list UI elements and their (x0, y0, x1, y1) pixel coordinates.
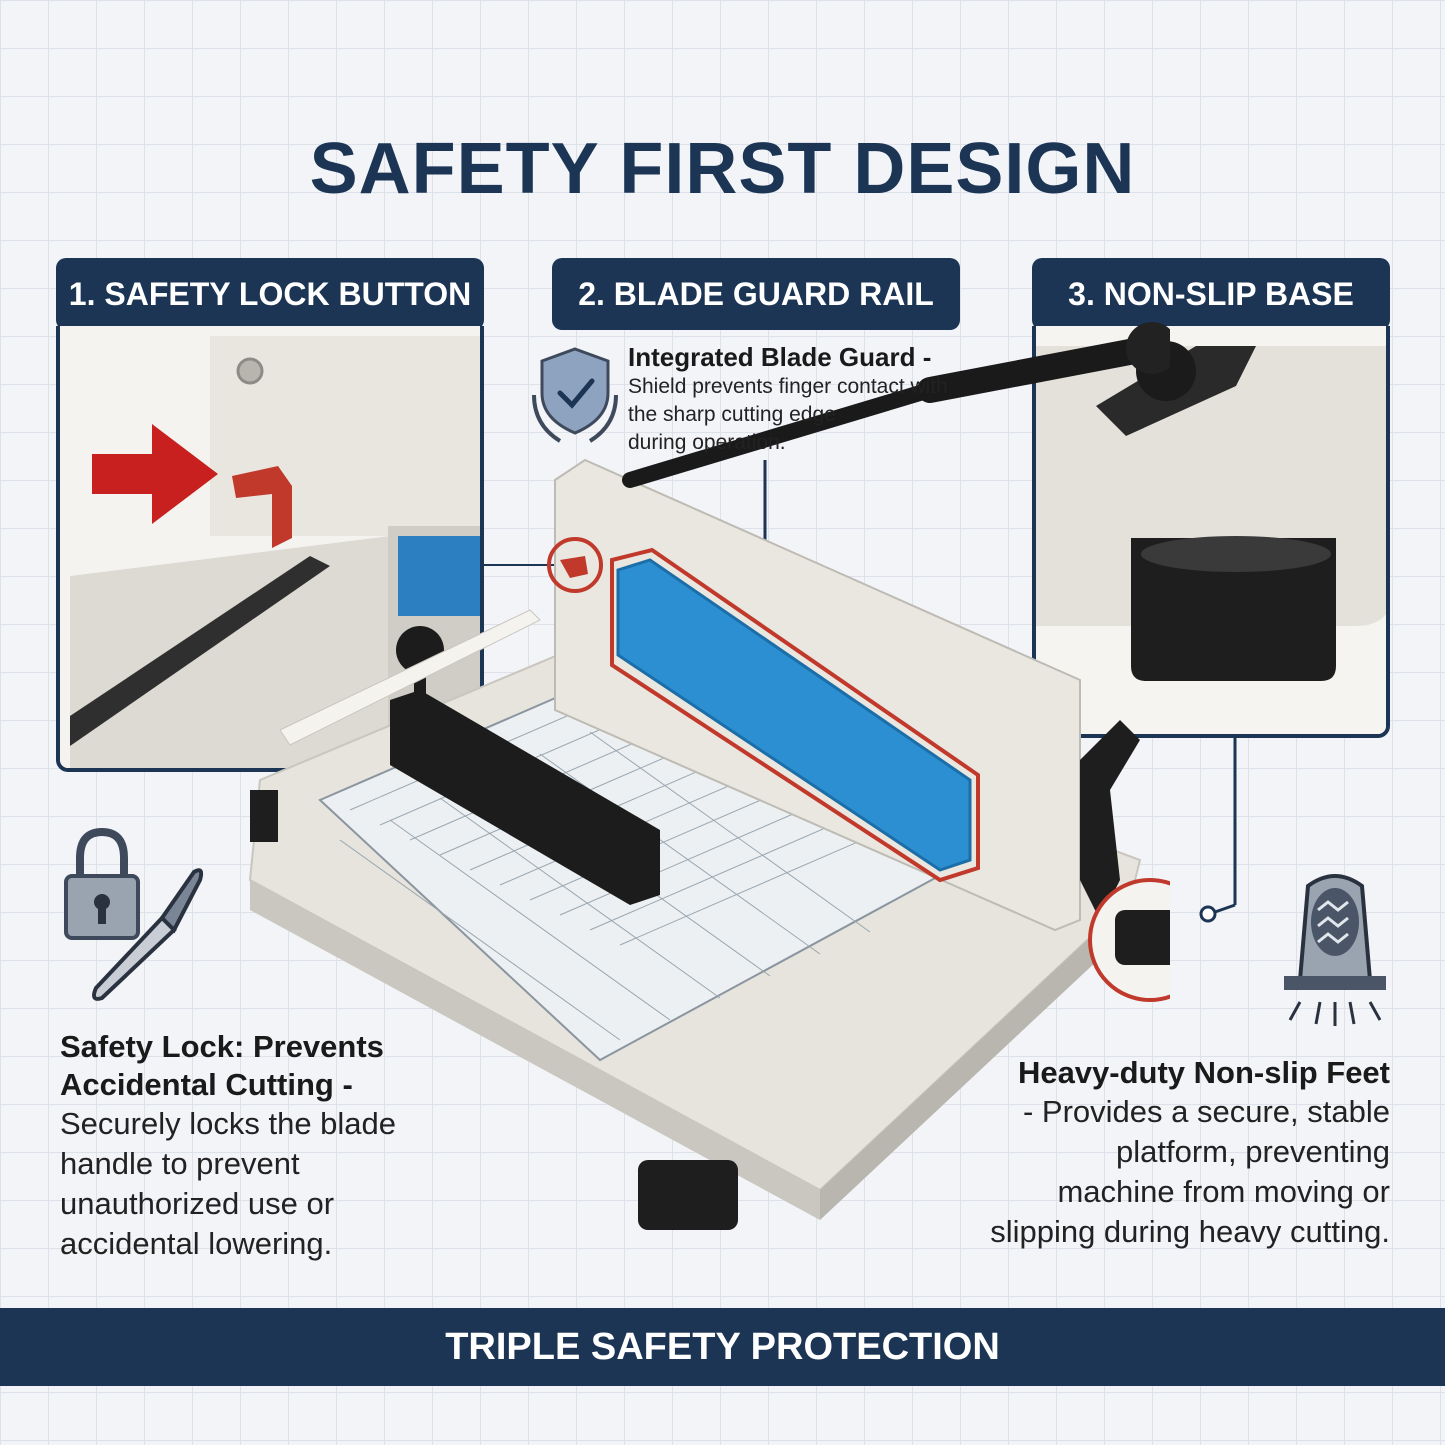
safety-lock-detail-image (60, 326, 480, 768)
lock-knife-icons (62, 826, 207, 1006)
bottom-banner-text: TRIPLE SAFETY PROTECTION (445, 1325, 1000, 1368)
blade-guard-callout: Integrated Blade Guard - Shield prevents… (628, 342, 988, 457)
knife-icon (92, 868, 204, 1001)
non-slip-detail-image (1036, 326, 1386, 734)
handle-grip (917, 337, 1153, 403)
left-foot (250, 790, 278, 842)
non-slip-callout-title: Heavy-duty Non-slip Feet (1017, 1055, 1390, 1090)
label-non-slip-base: 3. NON-SLIP BASE (1032, 258, 1390, 330)
safety-lock-callout-line-4: accidental lowering. (60, 1226, 333, 1261)
label-safety-lock-button: 1. SAFETY LOCK BUTTON (56, 258, 484, 330)
non-slip-callout: Heavy-duty Non-slip Feet - Provides a se… (940, 1054, 1390, 1252)
front-foot (638, 1160, 738, 1230)
non-slip-foot-icon (1280, 870, 1390, 1030)
label-non-slip-text: 3. NON-SLIP BASE (1068, 275, 1354, 312)
blade-guard-callout-line-2: the sharp cutting edge (628, 403, 836, 426)
shield-hands-icon (530, 345, 620, 445)
padlock-icon (64, 827, 140, 940)
non-slip-callout-line-1: - Provides a secure, stable (1022, 1094, 1390, 1129)
lock-button (232, 466, 292, 548)
blade-guard-callout-line-3: during operation. (628, 431, 786, 454)
safety-lock-callout: Safety Lock: Prevents Accidental Cutting… (60, 1028, 480, 1264)
non-slip-callout-line-4: slipping during heavy cutting. (990, 1214, 1390, 1249)
page-title: SAFETY FIRST DESIGN (309, 129, 1136, 209)
label-blade-guard-text: 2. BLADE GUARD RAIL (578, 275, 934, 312)
safety-lock-detail-panel (56, 326, 484, 772)
safety-lock-callout-title-1: Safety Lock: Prevents (60, 1029, 384, 1064)
label-safety-lock-text: 1. SAFETY LOCK BUTTON (68, 275, 472, 312)
non-slip-callout-line-3: machine from moving or (1057, 1174, 1390, 1209)
safety-lock-callout-line-2: handle to prevent (60, 1146, 300, 1181)
paper-cutter-image (248, 322, 1170, 1230)
red-arrow-icon (92, 424, 218, 524)
blade-guard (616, 558, 972, 872)
handle-bar (622, 382, 938, 488)
label-blade-guard-rail: 2. BLADE GUARD RAIL (552, 258, 960, 330)
non-slip-detail-panel (1032, 326, 1390, 738)
blade-guard-highlight (610, 547, 980, 883)
blade-guard-callout-title: Integrated Blade Guard - (628, 342, 932, 372)
paper-clamp (390, 690, 660, 905)
safety-lock-callout-line-3: unauthorized use or (60, 1186, 335, 1221)
lock-highlight-circle (547, 537, 603, 593)
non-slip-callout-line-2: platform, preventing (1116, 1134, 1390, 1169)
bottom-banner: TRIPLE SAFETY PROTECTION (0, 1308, 1445, 1386)
safety-lock-callout-line-1: Securely locks the blade (60, 1106, 397, 1141)
blade-guard-callout-line-1: Shield prevents finger contact with (628, 375, 948, 398)
safety-lock-callout-title-2: Accidental Cutting - (60, 1067, 353, 1102)
